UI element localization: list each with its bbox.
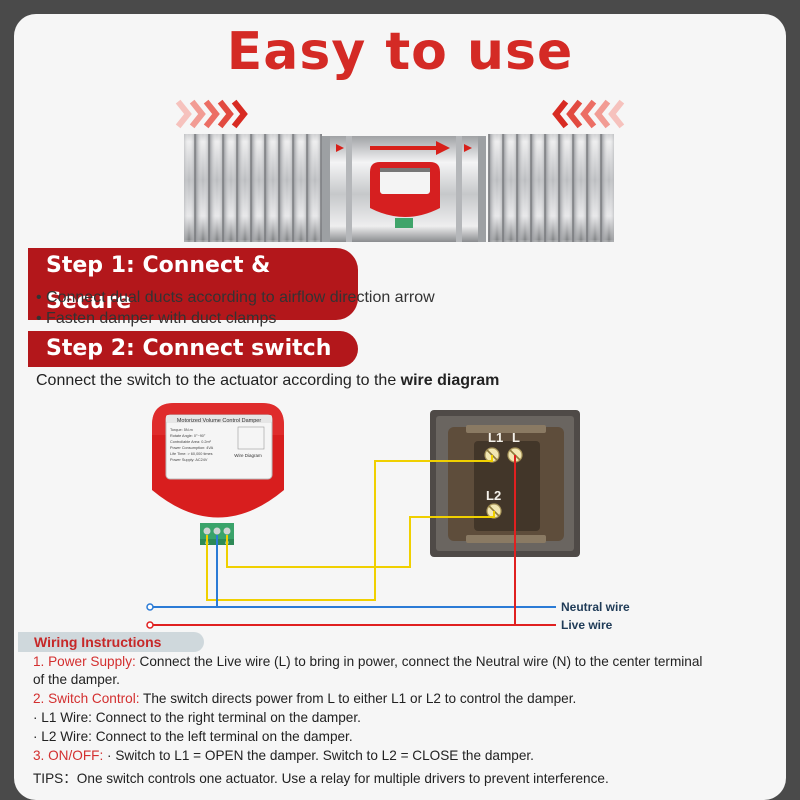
spec-3: Power Consumption: 4VA bbox=[170, 446, 214, 450]
switch-label-l: L bbox=[512, 430, 520, 445]
left-flexible-duct bbox=[184, 134, 322, 242]
wiring-sub-2: · L2 Wire: Connect to the left terminal … bbox=[33, 729, 353, 744]
spec-2: Controllable Area: 0.2m² bbox=[170, 440, 212, 444]
wire-diagram-tag: Wire Diagram bbox=[234, 453, 262, 458]
wiring-item-3: 3. ON/OFF: · Switch to L1 = OPEN the dam… bbox=[33, 748, 534, 763]
right-flexible-duct bbox=[488, 134, 614, 242]
step2-intro: Connect the switch to the actuator accor… bbox=[36, 372, 499, 390]
actuator: Motorized Volume Control Damper Torque: … bbox=[152, 403, 284, 545]
item3-label: 3. ON/OFF: bbox=[33, 748, 104, 763]
intro-text: Connect the switch to the actuator accor… bbox=[36, 372, 401, 389]
step1-banner: Step 1: Connect & Secure bbox=[28, 248, 358, 320]
page-title: Easy to use bbox=[226, 22, 574, 82]
wall-switch: L1 L L2 bbox=[430, 410, 580, 557]
wiring-item-1-cont: of the damper. bbox=[33, 672, 120, 687]
intro-bold: wire diagram bbox=[400, 372, 500, 389]
airflow-arrows-right bbox=[552, 99, 625, 129]
wiring-item-2: 2. Switch Control: The switch directs po… bbox=[33, 691, 576, 706]
wiring-sub-1: · L1 Wire: Connect to the right terminal… bbox=[33, 710, 361, 725]
step2-banner: Step 2: Connect switch bbox=[28, 331, 358, 367]
step1-bullet-1: • Connect dual ducts according to airflo… bbox=[36, 289, 435, 306]
spec-1: Rotate Angle: 0°~90° bbox=[170, 434, 206, 438]
step1-bullet-2: • Fasten damper with duct clamps bbox=[36, 310, 277, 327]
wiring-item-1: 1. Power Supply: Connect the Live wire (… bbox=[33, 654, 702, 669]
wiring-tips: TIPS：One switch controls one actuator. U… bbox=[33, 771, 609, 786]
wire-l2-yellow bbox=[226, 511, 495, 568]
duct-illustration bbox=[175, 99, 625, 242]
neutral-wire-label: Neutral wire bbox=[561, 600, 630, 614]
item3-text: · Switch to L1 = OPEN the damper. Switch… bbox=[103, 748, 534, 763]
spec-4: Life Time: > 60,000 times bbox=[170, 452, 213, 456]
actuator-label: Motorized Volume Control Damper bbox=[177, 418, 262, 424]
wiring-diagram: Motorized Volume Control Damper Torque: … bbox=[146, 403, 630, 632]
item2-text: The switch directs power from L to eithe… bbox=[139, 691, 577, 706]
live-wire-label: Live wire bbox=[561, 618, 613, 632]
spec-0: Torque: 5N.m bbox=[170, 428, 193, 432]
item1-label: 1. Power Supply: bbox=[33, 654, 136, 669]
airflow-arrows-left bbox=[175, 99, 248, 129]
switch-label-l2: L2 bbox=[486, 488, 501, 503]
wiring-instructions-header: Wiring Instructions bbox=[18, 632, 204, 652]
wire-l1-yellow bbox=[206, 455, 493, 601]
small-actuator bbox=[370, 162, 440, 228]
item1-text: Connect the Live wire (L) to bring in po… bbox=[135, 654, 703, 669]
spec-5: Power Supply: AC24V bbox=[170, 458, 208, 462]
item2-label: 2. Switch Control: bbox=[33, 691, 140, 706]
switch-label-l1: L1 bbox=[488, 430, 503, 445]
